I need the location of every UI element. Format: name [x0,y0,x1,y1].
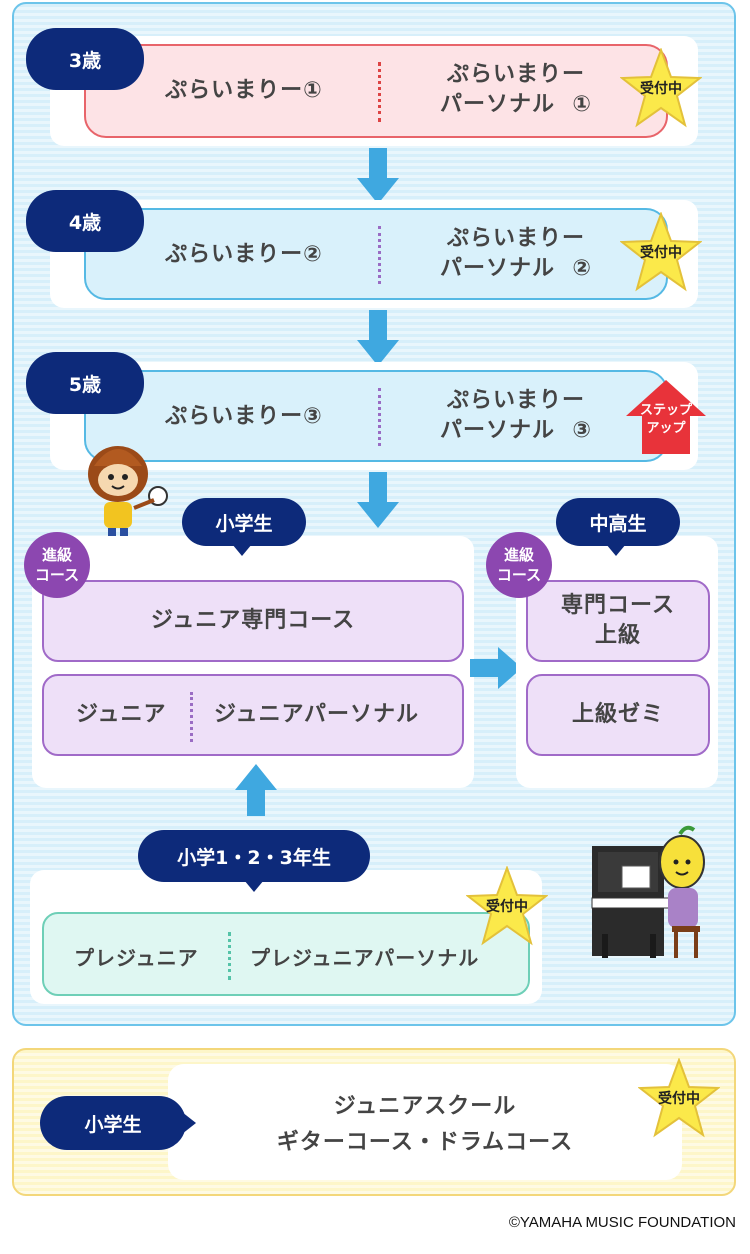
course-left-4: ぷらいまりー② [165,242,323,267]
badge-tail [244,880,264,892]
star-icon [466,866,548,946]
down-arrow-icon [357,472,399,528]
school-courses: ギターコース・ドラムコース [276,1130,574,1155]
star-icon [620,48,702,128]
badge-tail [232,544,252,556]
course-row-3[interactable]: ぷらいまりー① ぷらいまりー パーソナル ① [84,44,668,138]
mascot-piano-image [588,822,708,962]
status-badge-school: 受付中 [638,1058,720,1138]
school-title: ジュニアスクール [333,1094,517,1119]
advanced-seminar-course[interactable]: 上級ゼミ [526,674,710,756]
up-arrow-icon [626,380,706,454]
down-arrow-icon [357,148,399,204]
age-badge-4: 4歳 [26,190,144,252]
step-up-label: ステップ アップ [639,403,692,436]
course-right-5: ぷらいまりー パーソナル ③ [440,388,592,443]
advanced-course-badge: 進級コース [486,532,552,598]
course-left-3: ぷらいまりー① [165,78,323,103]
school-card[interactable]: ジュニアスクール ギターコース・ドラムコース [168,1064,682,1180]
school-header: 小学生 [40,1096,186,1150]
piano-character-icon [591,825,705,958]
star-icon [638,1058,720,1138]
advanced-course-badge: 進級コース [24,532,90,598]
chestnut-character-icon [88,446,168,538]
course-row-4[interactable]: ぷらいまりー② ぷらいまりー パーソナル ② [84,208,668,300]
copyright-text: ©YAMAHA MUSIC FOUNDATION [508,1214,736,1231]
right-arrow-icon [470,647,522,689]
prejunior-personal-course: プレジュニアパーソナル [250,946,480,970]
course-right-4: ぷらいまりー パーソナル ② [440,226,592,281]
status-badge-4: 受付中 [620,212,702,292]
junior-specialist-course[interactable]: ジュニア専門コース [42,580,464,662]
junior-course-row[interactable]: ジュニア ジュニアパーソナル [42,674,464,756]
age-badge-3: 3歳 [26,28,144,90]
mascot-chestnut-image [78,430,178,542]
status-badge-prejunior: 受付中 [466,866,548,946]
advanced-specialist-course[interactable]: 専門コース上級 [526,580,710,662]
dotted-divider [378,62,381,122]
prejunior-course: プレジュニア [74,946,199,970]
dotted-divider [378,226,381,284]
down-arrow-icon [357,310,399,366]
dotted-divider [378,388,381,446]
up-arrow-icon [235,764,277,816]
course-left-5: ぷらいまりー③ [165,404,323,429]
dotted-divider [190,692,193,742]
dotted-divider [228,932,231,980]
course-row-5[interactable]: ぷらいまりー③ ぷらいまりー パーソナル ③ [84,370,668,462]
badge-tail [182,1112,196,1134]
age-badge-5: 5歳 [26,352,144,414]
prejunior-course-row[interactable]: プレジュニア プレジュニアパーソナル [42,912,530,996]
prejunior-header: 小学1・2・3年生 [138,830,370,882]
badge-tail [606,544,626,556]
course-right-3: ぷらいまりー パーソナル ① [440,62,592,117]
junior-personal-course: ジュニアパーソナル [214,702,420,727]
star-icon [620,212,702,292]
step-up-badge: ステップ アップ [624,378,708,456]
status-badge-3: 受付中 [620,48,702,128]
highschool-header: 中高生 [556,498,680,546]
junior-course: ジュニア [76,702,167,727]
elementary-header: 小学生 [182,498,306,546]
